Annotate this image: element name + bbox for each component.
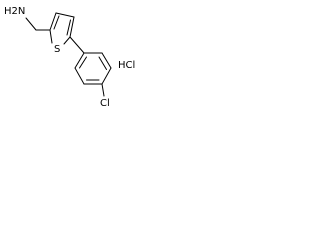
bond-p2-p3 [101, 52, 112, 69]
bond-s-c5 [63, 36, 71, 45]
double-bond-p6-p1-inner [79, 56, 87, 69]
aminomethyl-group [25, 17, 51, 31]
bond-p5-p6 [74, 67, 85, 85]
bond-p6-p1 [74, 52, 85, 69]
double-bond-c4-c5-inner [66, 19, 71, 36]
bond-c3-c4 [55, 12, 75, 18]
amine-label: H2N [4, 6, 25, 17]
double-bond-c2-c3-inner [53, 15, 60, 30]
bond-c2-s [49, 29, 53, 44]
bond-p3-p4 [101, 67, 112, 85]
double-bond-p2-p3-inner [98, 56, 107, 70]
chemical-structure: H2N S Cl HCl [4, 6, 135, 109]
phenyl-ring [74, 52, 112, 85]
chlorine-label: Cl [100, 98, 110, 109]
sulfur-label: S [54, 44, 60, 55]
bond-c2-c3 [49, 12, 57, 31]
bond-c4-c5 [69, 16, 75, 38]
thiophene-ring [49, 12, 75, 45]
bond-thiophene-phenyl [69, 36, 85, 54]
bond-phenyl-chlorine [101, 83, 105, 97]
bond-n-ch2 [25, 17, 37, 31]
hcl-salt-label: HCl [118, 60, 135, 71]
